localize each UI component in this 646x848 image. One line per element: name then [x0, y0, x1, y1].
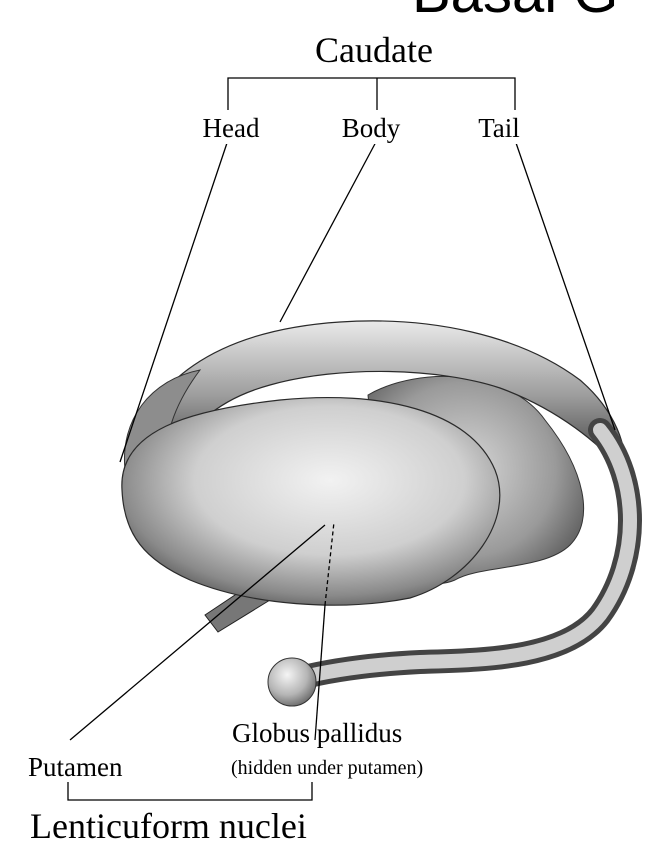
- head-label-bg: [194, 110, 266, 144]
- head-label: Head: [203, 113, 260, 143]
- putamen-body: [121, 396, 501, 606]
- body-label: Body: [342, 113, 401, 143]
- globus-note: (hidden under putamen): [231, 757, 423, 779]
- globus-leader-solid: [314, 604, 326, 741]
- globus-label: Globus pallidus: [232, 718, 402, 748]
- title-fragment: Basal G: [412, 0, 618, 25]
- head-leader: [119, 139, 229, 463]
- putamen-label: Putamen: [28, 752, 123, 782]
- caudate-label: Caudate: [315, 30, 433, 70]
- body-label-bg: [334, 110, 408, 144]
- amygdala-knob: [267, 657, 317, 707]
- annotation-lines: [67, 77, 616, 801]
- lenticular-bracket: [67, 782, 313, 801]
- putamen-leader: [69, 524, 326, 741]
- basal-ganglia-illustration: [121, 320, 642, 707]
- tail-label: Tail: [478, 113, 520, 143]
- caudate-tail-highlight: [293, 423, 637, 685]
- lenticular-label: Lenticuform nuclei: [30, 806, 307, 846]
- caudate-bracket: [227, 77, 516, 110]
- tail-leader: [514, 139, 616, 431]
- body-leader: [279, 139, 378, 323]
- tail-label-bg: [472, 110, 528, 144]
